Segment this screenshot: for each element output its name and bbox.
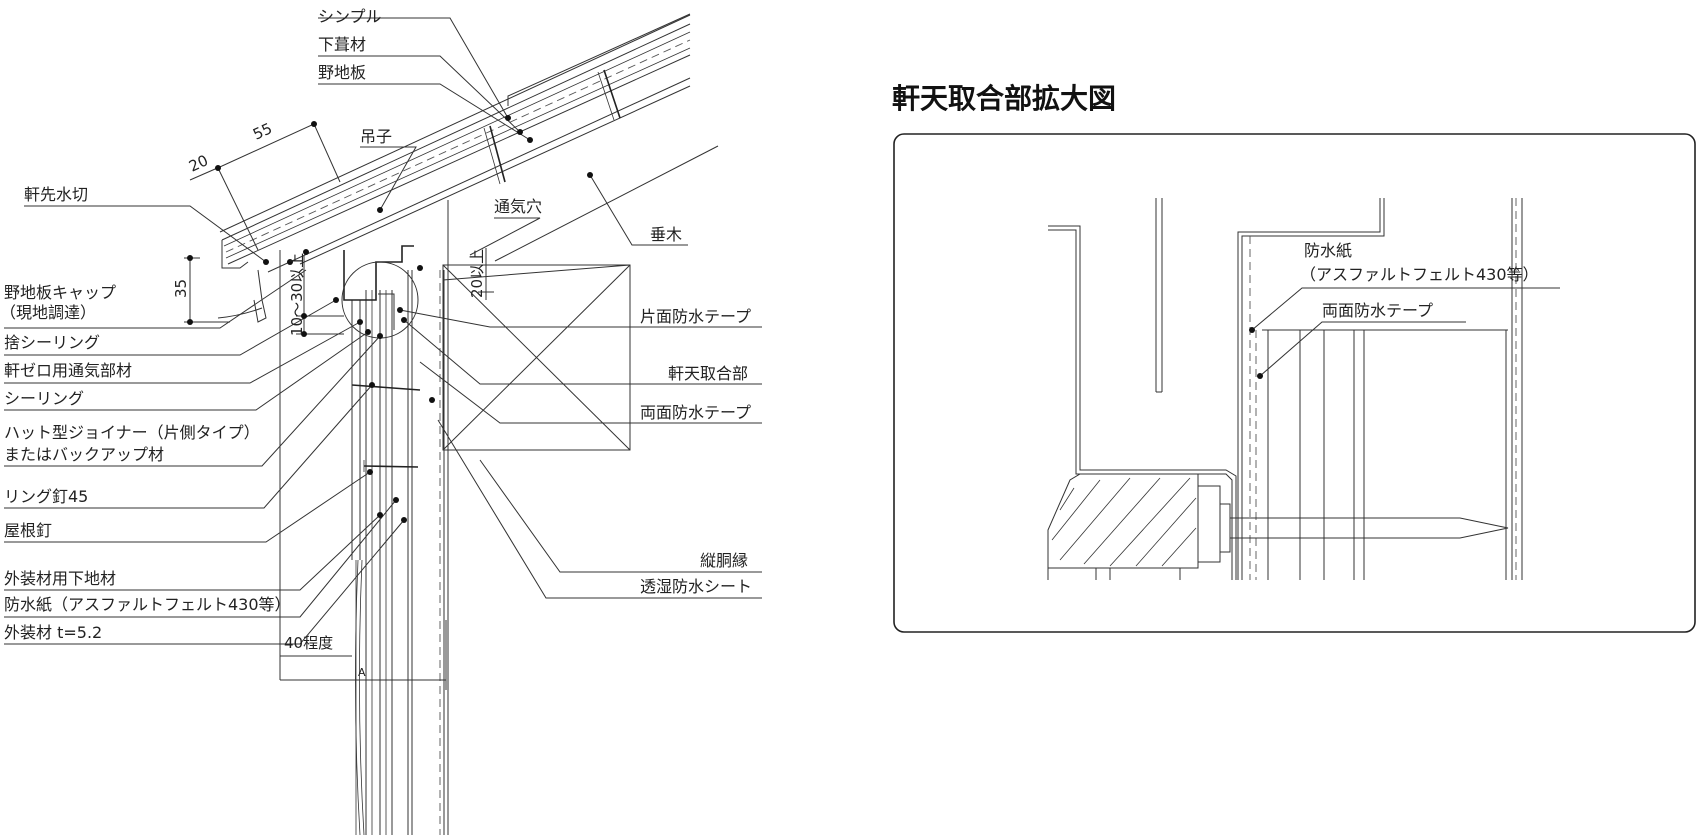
dimension-texts: 55 20 35 10～30以上 20以上 40程度 A: [172, 119, 486, 679]
label-simple: シンプル: [318, 7, 382, 26]
label-hanger: 吊子: [360, 127, 392, 146]
label-siding-base: 外装材用下地材: [4, 569, 116, 588]
label-roof-nail: 屋根釘: [4, 521, 52, 540]
dim-55: 55: [250, 119, 275, 143]
dim-40: 40程度: [284, 634, 333, 652]
label-waterproof-paper: 防水紙（アスファルトフェルト430等）: [4, 595, 291, 614]
roof-layers: [217, 13, 691, 323]
label-eave-flashing: 軒先水切: [24, 185, 88, 204]
hatching: [1051, 477, 1197, 567]
label-sheathing-cap: 野地板キャップ: [4, 283, 116, 302]
detail-title: 軒天取合部拡大図: [892, 82, 1116, 115]
label-sheathing-cap-note: （現地調達）: [0, 303, 96, 322]
wall-layers: [343, 200, 449, 836]
dim-35: 35: [172, 279, 190, 298]
label-breathable-sheet: 透湿防水シート: [640, 577, 752, 596]
label-underlay: 下葺材: [318, 35, 366, 54]
dim-20up: 20以上: [468, 249, 486, 298]
dim-A: A: [358, 666, 366, 679]
detail-label-double-tape: 両面防水テープ: [1322, 301, 1433, 320]
label-eave-zero-vent: 軒ゼロ用通気部材: [4, 361, 132, 380]
rafter: [442, 145, 719, 451]
label-single-tape: 片面防水テープ: [640, 307, 751, 326]
label-hat-joiner: ハット型ジョイナー（片側タイプ）: [4, 423, 260, 442]
label-sealing: シーリング: [4, 389, 84, 408]
label-double-tape: 両面防水テープ: [640, 403, 751, 422]
detail-label-waterproof-paper: 防水紙: [1304, 241, 1352, 260]
label-eave-junction: 軒天取合部: [668, 364, 748, 383]
label-ring-nail: リング釘45: [4, 487, 88, 506]
detail-drawing: [1047, 198, 1560, 580]
detail-label-waterproof-paper-note: （アスファルトフェルト430等）: [1300, 265, 1539, 284]
detail-frame: [893, 133, 1696, 633]
label-rafter: 垂木: [650, 225, 682, 244]
section-labels: シンプル 下葺材 野地板 吊子 軒先水切 通気穴 垂木 野地板キャップ （現地調…: [0, 7, 752, 642]
dimension-lines: [184, 123, 494, 690]
main-section: シンプル 下葺材 野地板 吊子 軒先水切 通気穴 垂木 野地板キャップ （現地調…: [0, 7, 762, 836]
dim-10-30: 10～30以上: [288, 253, 306, 336]
label-vent-hole: 通気穴: [494, 197, 542, 216]
label-vertical-furring: 縦胴縁: [700, 551, 748, 570]
leader-lines: [4, 17, 762, 645]
label-sheathing: 野地板: [318, 63, 366, 82]
enlarged-detail: 軒天取合部拡大図: [892, 82, 1696, 633]
label-backing-sealing: 捨シーリング: [4, 333, 100, 352]
label-siding: 外装材 t=5.2: [4, 623, 102, 642]
label-hat-joiner-alt: またはバックアップ材: [4, 445, 164, 464]
leader-dots: [187, 115, 593, 523]
